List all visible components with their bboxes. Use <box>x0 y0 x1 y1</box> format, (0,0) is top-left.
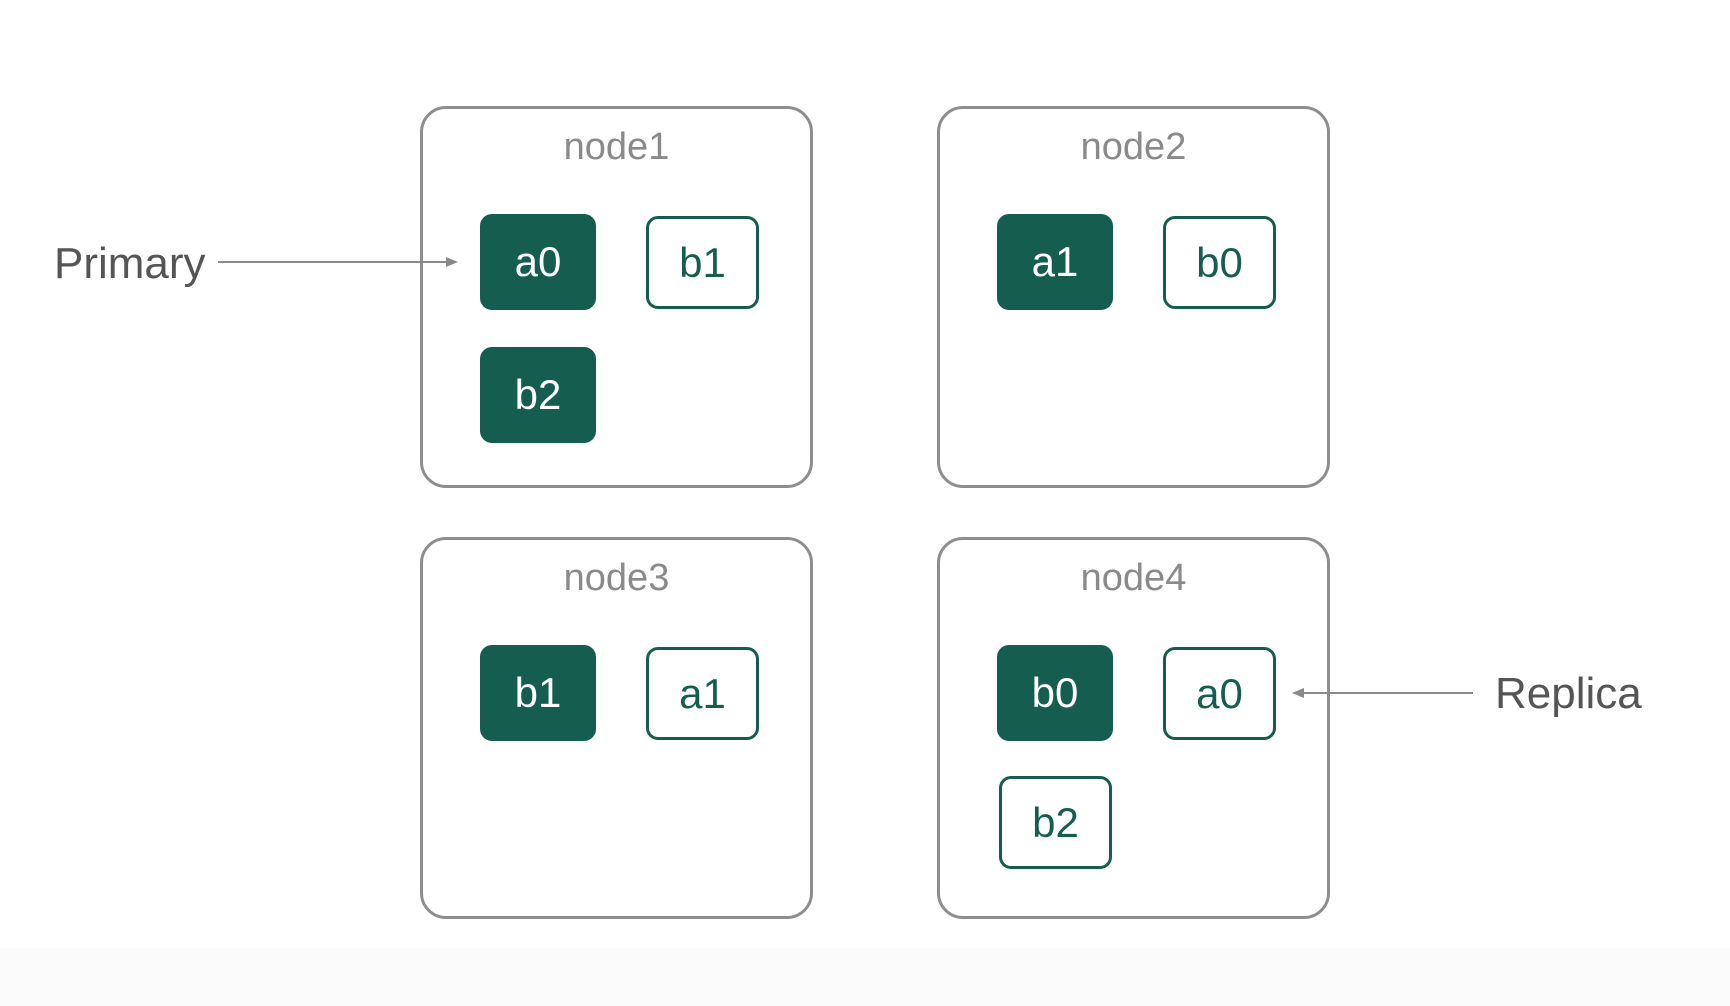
shard-primary: a1 <box>997 214 1113 310</box>
node-box-4: node4 b0 a0 b2 <box>937 537 1330 919</box>
node-title: node2 <box>1080 126 1187 168</box>
node-title: node3 <box>563 557 670 599</box>
shard-replica: a1 <box>646 647 759 740</box>
node-title: node4 <box>1080 557 1187 599</box>
replica-callout-label: Replica <box>1495 669 1642 718</box>
shard-primary: b2 <box>480 347 596 443</box>
node-box-3: node3 b1 a1 <box>420 537 813 919</box>
bottom-band <box>0 948 1730 1006</box>
node-box-1: node1 a0 b1 b2 <box>420 106 813 488</box>
shard-replica: b1 <box>646 216 759 309</box>
node-box-2: node2 a1 b0 <box>937 106 1330 488</box>
shard-primary: b1 <box>480 645 596 741</box>
shard-replica: b2 <box>999 776 1112 869</box>
shard-replica: a0 <box>1163 647 1276 740</box>
node-title: node1 <box>563 126 670 168</box>
shard-replica: b0 <box>1163 216 1276 309</box>
primary-callout-label: Primary <box>54 239 206 288</box>
shard-primary: a0 <box>480 214 596 310</box>
shard-primary: b0 <box>997 645 1113 741</box>
